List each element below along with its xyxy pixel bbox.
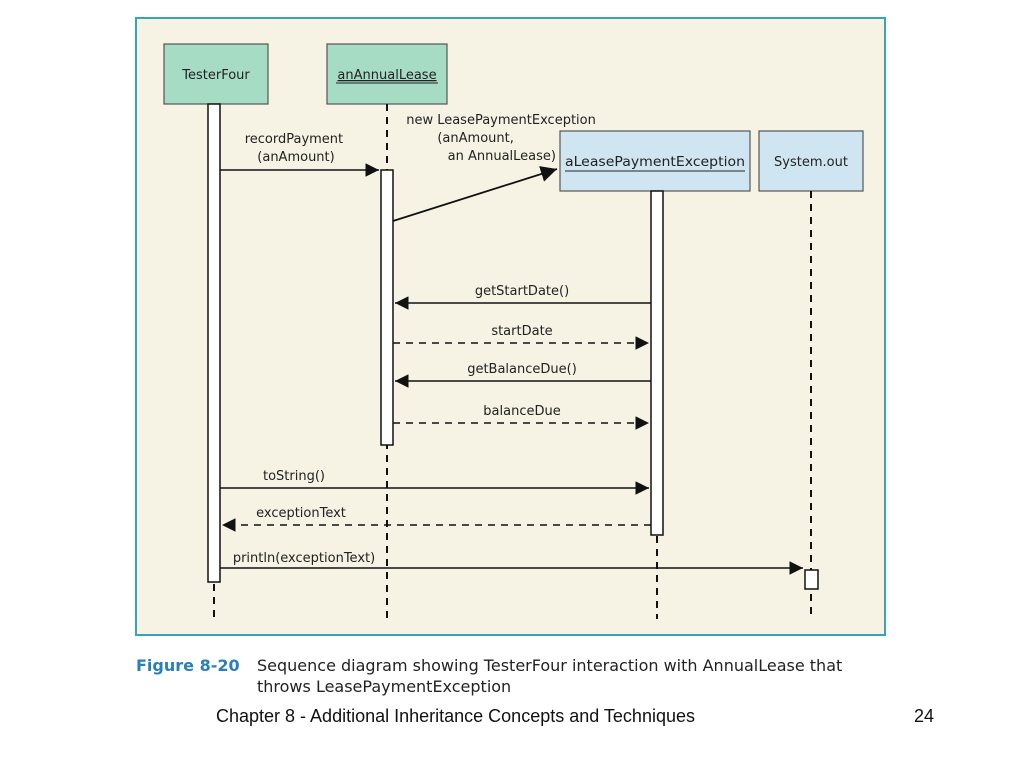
message-create-exception: new LeasePaymentException (anAmount, an …: [392, 113, 600, 222]
activation-bar-aleasepaymentexception: [650, 190, 664, 536]
message-arrow: [392, 166, 558, 222]
message-label: getBalanceDue(): [467, 362, 577, 377]
message-label: println(exceptionText): [233, 551, 375, 566]
message-label: getStartDate(): [475, 284, 569, 299]
object-aleasepaymentexception: aLeasePaymentException: [559, 130, 751, 192]
footer-chapter-title: Chapter 8 - Additional Inheritance Conce…: [216, 706, 695, 726]
activation-bar-testerfour: [207, 103, 221, 583]
message-label: exceptionText: [256, 506, 346, 521]
activation-bar-systemout: [804, 569, 819, 590]
message-label: startDate: [491, 324, 552, 339]
message-exceptiontext-return: exceptionText: [222, 506, 651, 532]
page-number: 24: [914, 706, 935, 726]
message-startdate-return: startDate: [393, 324, 649, 350]
message-label: balanceDue: [483, 404, 560, 419]
message-getbalancedue: getBalanceDue(): [395, 362, 651, 388]
figure-frame: TesterFour anAnnualLease aLeasePaymentEx…: [135, 17, 886, 636]
message-tostring: toString(): [220, 469, 649, 495]
message-getstartdate: getStartDate(): [395, 284, 651, 310]
object-testerfour: TesterFour: [163, 43, 269, 105]
message-label: toString(): [263, 469, 325, 484]
object-anannuallease: anAnnualLease: [326, 43, 448, 105]
activation-bar-anannuallease: [380, 169, 394, 446]
object-label: anAnnualLease: [337, 68, 436, 83]
message-label: recordPayment (anAmount): [245, 132, 348, 165]
object-label: System.out: [774, 155, 848, 170]
message-recordpayment: recordPayment (anAmount): [220, 132, 379, 177]
object-label: aLeasePaymentException: [565, 155, 745, 170]
object-systemout: System.out: [758, 130, 864, 192]
sequence-diagram: TesterFour anAnnualLease aLeasePaymentEx…: [163, 43, 864, 619]
object-box: [326, 43, 448, 105]
caption-label: Figure 8-20: [136, 656, 240, 675]
message-label: new LeasePaymentException (anAmount, an …: [406, 113, 600, 164]
message-println: println(exceptionText): [220, 551, 803, 575]
caption-text: Sequence diagram showing TesterFour inte…: [257, 656, 843, 696]
message-balancedue-return: balanceDue: [393, 404, 649, 430]
object-label: TesterFour: [181, 68, 250, 83]
object-box: [758, 130, 864, 192]
object-box: [163, 43, 269, 105]
